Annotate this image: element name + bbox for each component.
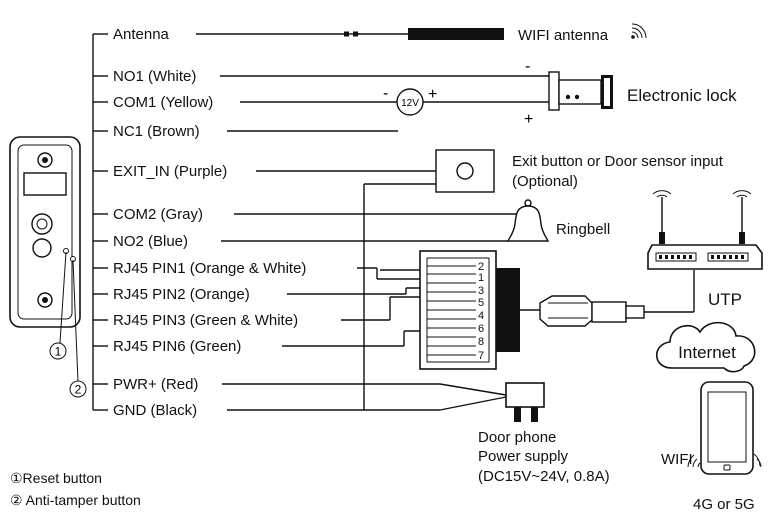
wifi-label: WIFI	[661, 451, 693, 468]
rj45-plug-icon	[520, 295, 645, 327]
reset-callout-number: 1	[55, 345, 62, 359]
wire-rj45-pin1-label: RJ45 PIN1 (Orange & White)	[113, 260, 306, 277]
phone-wifi-icon	[687, 454, 701, 468]
wifi-signal-icon	[631, 23, 647, 39]
battery-minus: -	[383, 85, 388, 102]
internet-label: Internet	[678, 343, 736, 362]
rj45-pin-label: 2	[478, 261, 484, 273]
smartphone-icon	[700, 381, 754, 475]
phone-cellular-icon	[753, 453, 762, 468]
power-supply-label: Power supply	[478, 448, 569, 465]
rj45-pin-label: 8	[478, 336, 484, 348]
power-spec-label: (DC15V~24V, 0.8A)	[478, 468, 610, 485]
wire-antenna-label: Antenna	[113, 26, 170, 43]
internet-cloud-icon	[655, 321, 756, 373]
electronic-lock-icon	[548, 71, 613, 111]
ringbell-label: Ringbell	[556, 221, 610, 238]
wire-gnd-label: GND (Black)	[113, 402, 197, 419]
power-adapter-icon	[505, 382, 545, 422]
reset-callout: 1	[49, 342, 67, 360]
wire-rj45-pin3-label: RJ45 PIN3 (Green & White)	[113, 312, 298, 329]
rj45-contacts	[427, 265, 476, 356]
tamper-callout: 2	[69, 380, 87, 398]
lock-plus: +	[524, 111, 533, 128]
legend-anti-tamper-button: ② Anti-tamper button	[10, 492, 141, 508]
ringbell-icon	[506, 199, 550, 242]
wire-stubs	[93, 33, 108, 411]
lock-minus: -	[525, 58, 530, 75]
electronic-lock-label: Electronic lock	[627, 86, 737, 105]
battery-12v-icon: 12V	[396, 88, 424, 116]
router-icon	[647, 190, 763, 270]
wire-rj45-pin6-label: RJ45 PIN6 (Green)	[113, 338, 241, 355]
wifi-signal-icon	[652, 190, 752, 198]
wire-no1-label: NO1 (White)	[113, 68, 196, 85]
battery-voltage: 12V	[401, 98, 419, 109]
utp-label: UTP	[708, 290, 742, 309]
exit-button-optional-label: (Optional)	[512, 173, 578, 190]
battery-plus: +	[428, 86, 437, 103]
wifi-antenna-body	[408, 28, 504, 40]
wire-com1-label: COM1 (Yellow)	[113, 94, 213, 111]
wifi-antenna-label: WIFI antenna	[518, 27, 609, 44]
wire-rj45-pin2-label: RJ45 PIN2 (Orange)	[113, 286, 250, 303]
wire-exit-in-label: EXIT_IN (Purple)	[113, 163, 227, 180]
rj45-pin-label: 6	[478, 323, 484, 335]
exit-button-icon	[435, 149, 495, 193]
wire-nc1-label: NC1 (Brown)	[113, 123, 200, 140]
wire-com2-label: COM2 (Gray)	[113, 206, 203, 223]
exit-button-label: Exit button or Door sensor input	[512, 153, 724, 170]
rj45-pin-label: 5	[478, 297, 484, 309]
rj45-pin-label: 7	[478, 350, 484, 362]
door-phone-label: Door phone	[478, 429, 556, 446]
rj45-pin-label: 4	[478, 310, 484, 322]
rj45-pin-label: 3	[478, 285, 484, 297]
rj45-pin-label: 1	[478, 272, 484, 284]
tamper-callout-number: 2	[75, 383, 82, 397]
wire-no2-label: NO2 (Blue)	[113, 233, 188, 250]
cellular-label: 4G or 5G	[693, 496, 755, 513]
rj45-connector-block: 2 1 3 5 4 6 8 7	[419, 250, 520, 370]
access-control-device	[9, 136, 81, 328]
legend-reset-button: ①Reset button	[10, 470, 102, 486]
wire-pwr-label: PWR+ (Red)	[113, 376, 198, 393]
